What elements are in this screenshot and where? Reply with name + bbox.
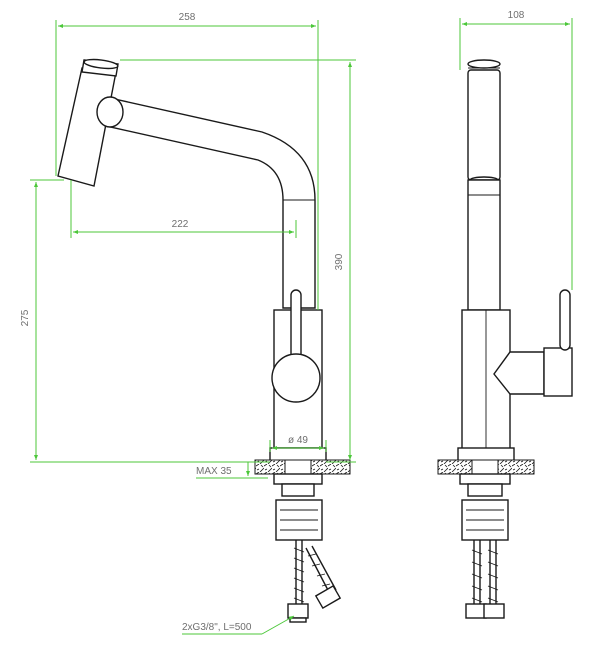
side-spout-head [467,69,501,181]
hose-fitting-left [287,603,309,619]
front-view [57,58,351,623]
spout-arm [105,97,316,309]
dimensions: 258 108 222 390 275 ø 49 MAX 35 2xG [20,10,573,635]
dim-label-diameter: ø 49 [288,435,308,446]
side-view [437,59,573,619]
hose-fitting-right [314,584,342,610]
side-hose-left [473,540,481,606]
side-hose-right [489,540,497,606]
side-spout-column [467,179,501,311]
dim-label-390: 390 [334,253,345,270]
lever-hub [271,353,321,403]
dim-label-hose-spec: 2xG3/8", L=500 [182,622,252,633]
dim-label-222: 222 [172,219,189,230]
side-lever-handle [559,289,571,351]
dim-label-275: 275 [20,309,31,326]
dim-label-258: 258 [179,12,196,23]
dim-label-108: 108 [508,10,525,21]
dim-label-max-thickness: MAX 35 [196,466,232,477]
lever-handle [290,289,302,361]
spout-joint [96,96,124,128]
side-lever-block [493,351,545,395]
side-lever-hub [543,347,573,397]
side-spout-cap [467,59,501,69]
